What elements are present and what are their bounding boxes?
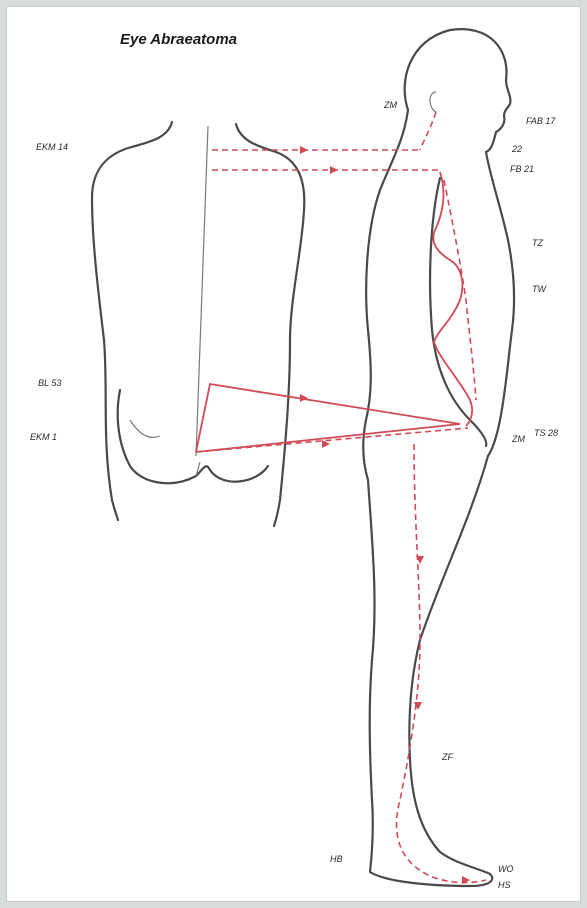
side-arm xyxy=(430,178,486,446)
point-labels: EKM 14 BL 53 EKM 1 ZM FAB 17 22 FB 21 TZ… xyxy=(30,100,558,890)
side-back-leg xyxy=(368,480,492,886)
label-zm-hip: ZM xyxy=(511,434,525,444)
arrow-top-1 xyxy=(300,146,308,154)
label-ekm-1: EKM 1 xyxy=(30,432,57,442)
arrow-hip-1 xyxy=(300,394,308,402)
side-ear xyxy=(430,92,436,112)
back-left-shoulder xyxy=(92,122,172,520)
label-hb: HB xyxy=(330,854,343,864)
label-fab-17: FAB 17 xyxy=(526,116,556,126)
side-view-figure xyxy=(363,29,514,886)
label-22: 22 xyxy=(511,144,522,154)
side-front-leg xyxy=(409,456,490,874)
label-bl-53: BL 53 xyxy=(38,378,61,388)
label-wo: WO xyxy=(498,864,514,874)
label-tz: TZ xyxy=(532,238,543,248)
meridian-hip-wedge xyxy=(196,384,460,452)
meridian-hip-line xyxy=(196,428,468,452)
diagram-title: Eye Abraeatoma xyxy=(120,31,237,48)
back-right-shoulder xyxy=(236,124,304,526)
side-front-line xyxy=(486,152,514,456)
back-view-figure xyxy=(92,122,304,526)
side-head xyxy=(405,29,511,152)
label-fb-21: FB 21 xyxy=(510,164,534,174)
meridian-paths xyxy=(196,112,486,884)
label-hs: HS xyxy=(498,880,511,890)
meridian-leg xyxy=(396,444,486,883)
label-zf: ZF xyxy=(441,752,453,762)
arrow-top-2 xyxy=(330,166,338,174)
back-buttocks xyxy=(118,390,268,483)
label-tw: TW xyxy=(532,284,547,294)
side-back-line xyxy=(363,110,408,480)
back-waist-fold xyxy=(130,420,160,437)
label-zm-head: ZM xyxy=(383,100,397,110)
label-ekm-14: EKM 14 xyxy=(36,142,68,152)
label-ts-28: TS 28 xyxy=(534,428,558,438)
meridian-head xyxy=(420,112,436,150)
